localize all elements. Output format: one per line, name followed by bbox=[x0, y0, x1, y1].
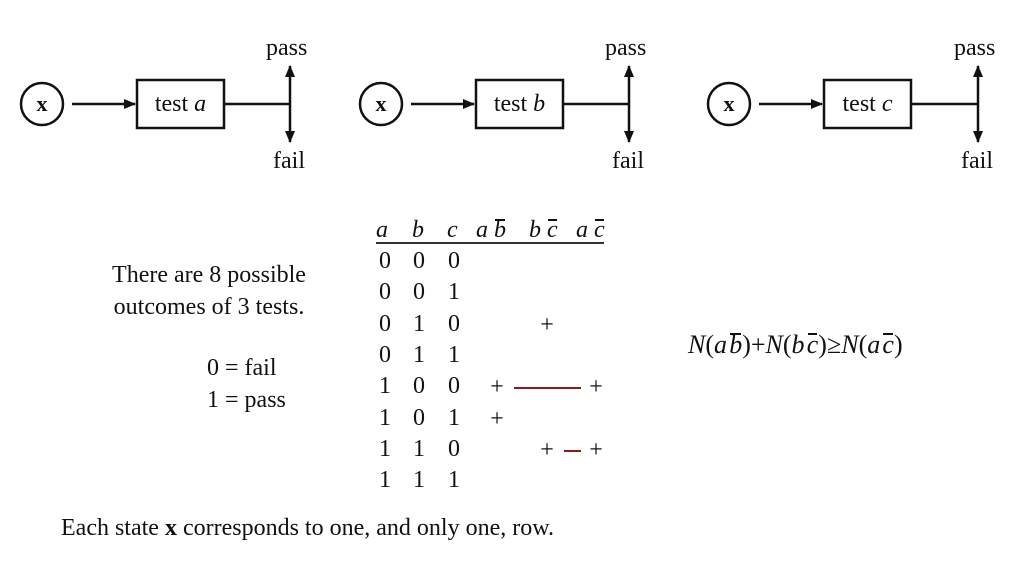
header-c: c bbox=[447, 217, 458, 243]
flow-b bbox=[358, 65, 634, 143]
cell-a: 0 bbox=[379, 310, 391, 337]
description-line-1: There are 8 possible bbox=[112, 262, 306, 288]
caption-text: corresponds to one, and only one, row. bbox=[176, 515, 554, 541]
test-variable: c bbox=[881, 91, 893, 117]
cell-c: 1 bbox=[448, 467, 460, 494]
var: a bbox=[867, 330, 881, 359]
legend-pass: 1 = pass bbox=[207, 387, 286, 413]
state-node-c bbox=[706, 81, 752, 127]
cell-b: 0 bbox=[413, 373, 425, 400]
mark-ac-bar: + bbox=[589, 436, 603, 463]
cell-a: 0 bbox=[379, 279, 391, 306]
header-a-not-c: a c bbox=[576, 218, 605, 242]
state-x-label: x bbox=[36, 91, 48, 116]
header-b: b bbox=[412, 217, 424, 243]
flow-a bbox=[19, 65, 295, 143]
fail-label-a: fail bbox=[273, 148, 305, 174]
mark-bc-bar: + bbox=[540, 436, 554, 463]
legend-fail: 0 = fail bbox=[207, 355, 277, 381]
negated-var: c bbox=[594, 217, 605, 243]
negated-var: c bbox=[882, 330, 894, 359]
cell-c: 1 bbox=[448, 341, 460, 368]
cell-c: 0 bbox=[448, 310, 460, 337]
cell-b: 1 bbox=[413, 467, 425, 494]
cell-a: 1 bbox=[379, 435, 391, 462]
var: a bbox=[576, 217, 588, 243]
cell-b: 1 bbox=[413, 341, 425, 368]
cell-b: 0 bbox=[413, 404, 425, 431]
test-b-label: test b bbox=[476, 92, 563, 116]
state-node-b bbox=[358, 81, 404, 127]
mark-ab-bar: + bbox=[490, 374, 504, 401]
fail-label-b: fail bbox=[612, 148, 644, 174]
cell-b: 1 bbox=[413, 310, 425, 337]
cell-c: 1 bbox=[448, 404, 460, 431]
geq-sign: ≥ bbox=[826, 330, 842, 359]
cell-b: 0 bbox=[413, 248, 425, 274]
inequality: N(a b)+N(b c)≥N(a c) bbox=[688, 330, 903, 359]
header-a: a bbox=[376, 217, 388, 243]
negated-var: c bbox=[547, 217, 558, 243]
connector-line bbox=[514, 387, 581, 390]
cell-c: 0 bbox=[448, 373, 460, 400]
outcomes-description: There are 8 possible outcomes of 3 tests… bbox=[96, 259, 322, 323]
header-rule bbox=[376, 242, 604, 244]
pass-label-b: pass bbox=[605, 35, 647, 61]
plus-sign: + bbox=[750, 330, 766, 359]
state-x-label: x bbox=[375, 91, 387, 116]
fail-label-c: fail bbox=[961, 148, 993, 174]
connector-line bbox=[564, 449, 581, 452]
cell-c: 0 bbox=[448, 248, 460, 274]
cell-a: 1 bbox=[379, 467, 391, 494]
caption-text: Each state bbox=[61, 515, 165, 541]
value-legend: 0 = fail 1 = pass bbox=[207, 352, 286, 416]
cell-b: 1 bbox=[413, 435, 425, 462]
header-b-not-c: b c bbox=[529, 218, 558, 242]
description-line-2: outcomes of 3 tests. bbox=[113, 294, 305, 320]
count-fn: N bbox=[688, 330, 706, 359]
mark-bc-bar: + bbox=[540, 311, 554, 338]
test-variable: b bbox=[533, 91, 546, 117]
var: a bbox=[714, 330, 728, 359]
cell-a: 1 bbox=[379, 373, 391, 400]
test-prefix: test bbox=[493, 91, 534, 117]
var: b bbox=[791, 330, 805, 359]
cell-a: 0 bbox=[379, 341, 391, 368]
footer-caption: Each state x corresponds to one, and onl… bbox=[61, 516, 554, 540]
var: a bbox=[476, 217, 488, 243]
test-prefix: test bbox=[154, 91, 195, 117]
var: b bbox=[529, 217, 541, 243]
test-c-label: test c bbox=[824, 92, 911, 116]
flow-graphics bbox=[19, 65, 983, 143]
mark-ac-bar: + bbox=[589, 374, 603, 401]
flow-c bbox=[706, 65, 983, 143]
state-x-label: x bbox=[723, 91, 735, 116]
state-x: x bbox=[164, 515, 177, 541]
mark-ab-bar: + bbox=[490, 405, 504, 432]
count-fn: N bbox=[841, 330, 859, 359]
test-a-label: test a bbox=[137, 92, 224, 116]
cell-b: 0 bbox=[413, 279, 425, 306]
pass-label-c: pass bbox=[954, 35, 996, 61]
cell-a: 0 bbox=[379, 248, 391, 274]
state-node-a bbox=[19, 81, 65, 127]
pass-label-a: pass bbox=[266, 35, 308, 61]
negated-var: b bbox=[494, 217, 506, 243]
test-prefix: test bbox=[842, 91, 882, 117]
negated-var: b bbox=[729, 330, 743, 359]
cell-c: 0 bbox=[448, 435, 460, 462]
negated-var: c bbox=[806, 330, 819, 359]
header-a-not-b: a b bbox=[476, 218, 506, 242]
cell-a: 1 bbox=[379, 404, 391, 431]
cell-c: 1 bbox=[448, 279, 460, 306]
test-variable: a bbox=[194, 91, 207, 117]
count-fn: N bbox=[765, 330, 783, 359]
